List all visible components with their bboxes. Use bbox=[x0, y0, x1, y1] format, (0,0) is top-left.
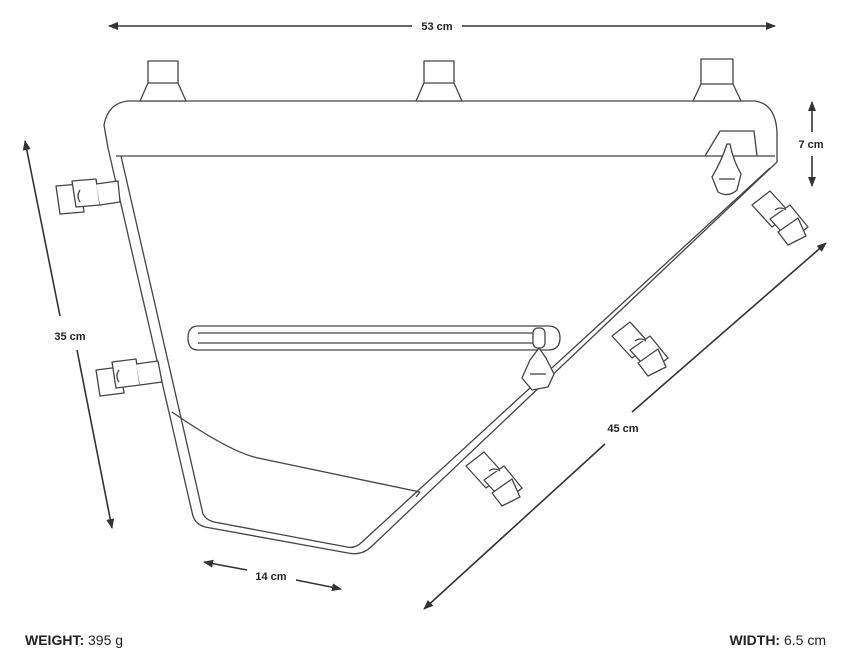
width-label: WIDTH: bbox=[729, 632, 781, 648]
bottom-dimension-label: 14 cm bbox=[255, 571, 286, 583]
left-buckles bbox=[55, 178, 163, 397]
top-strap-left bbox=[139, 60, 187, 102]
top-strap-tabs bbox=[139, 58, 742, 102]
left-buckle-lower bbox=[95, 358, 163, 397]
diagonal-buckle-top bbox=[751, 190, 809, 246]
left-dimension-arrow-down bbox=[76, 349, 115, 529]
top-strap-right bbox=[692, 58, 742, 102]
bottom-dimension-arrow-left bbox=[203, 559, 248, 571]
weight-value: 395 g bbox=[88, 632, 124, 648]
diagonal-dimension-arrow-up bbox=[631, 242, 827, 413]
left-dimension-arrow-up bbox=[22, 140, 61, 317]
frame-hook bbox=[704, 130, 758, 196]
weight-label: WEIGHT: bbox=[25, 632, 85, 648]
diagonal-dimension-label: 45 cm bbox=[607, 423, 638, 435]
diagonal-buckle-middle bbox=[611, 321, 669, 377]
diagonal-dimension-arrow-down bbox=[423, 443, 606, 610]
weight-spec: WEIGHT: 395 g bbox=[25, 632, 123, 648]
top-strap-middle bbox=[415, 60, 463, 102]
width-spec: WIDTH: 6.5 cm bbox=[730, 632, 826, 648]
bottom-dimension-arrow-right bbox=[295, 579, 342, 592]
zipper-pull bbox=[521, 327, 555, 391]
zipper-pocket bbox=[187, 325, 561, 351]
left-buckle-upper bbox=[55, 178, 121, 215]
dimension-arrows bbox=[22, 22, 827, 610]
width-value: 6.5 cm bbox=[783, 632, 826, 648]
bag-outline bbox=[103, 100, 778, 555]
left-side-dimension-label: 35 cm bbox=[54, 331, 85, 343]
diagonal-buckle-lower bbox=[465, 451, 523, 507]
top-dimension-label: 53 cm bbox=[421, 21, 452, 33]
diagonal-buckles bbox=[465, 190, 809, 507]
height-dimension-label: 7 cm bbox=[798, 139, 823, 151]
